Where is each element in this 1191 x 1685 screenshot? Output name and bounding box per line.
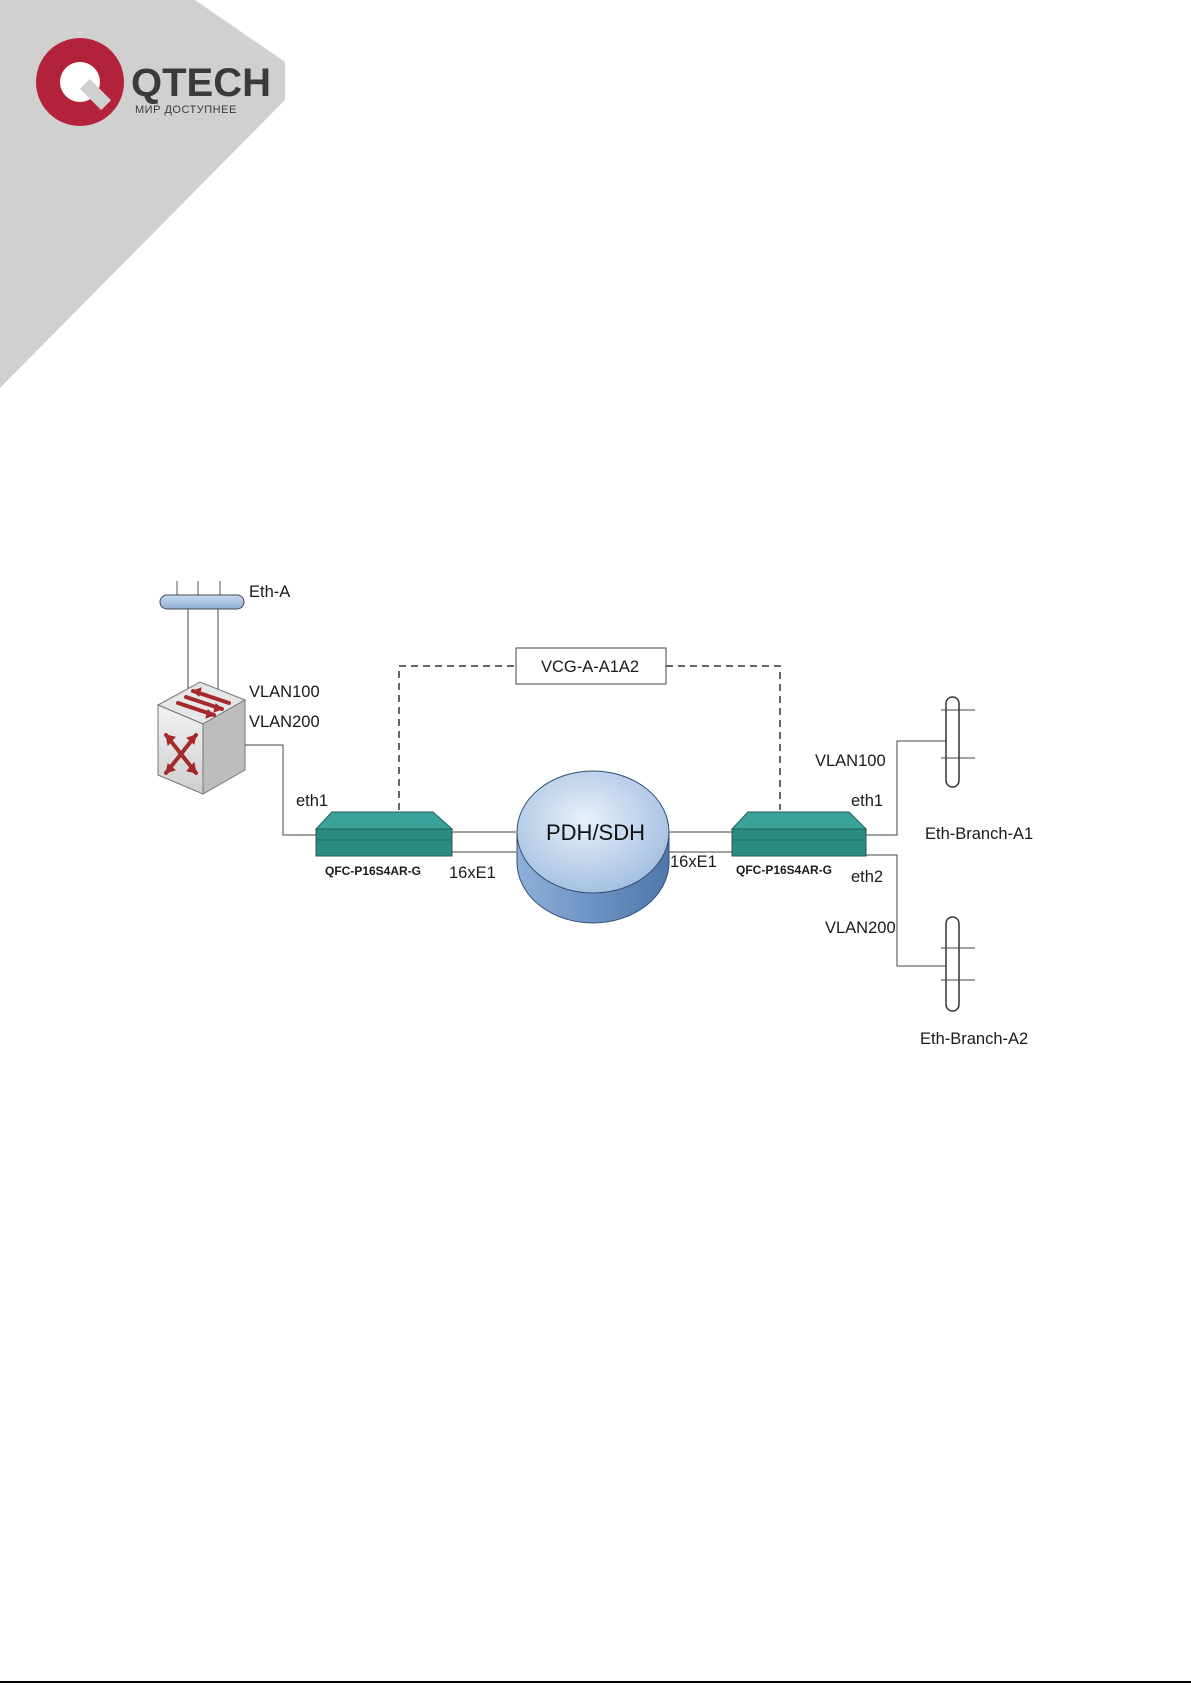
cloud-label: PDH/SDH [546, 820, 645, 845]
vcg-label: VCG-A-A1A2 [541, 658, 639, 676]
vlan100-left-label: VLAN100 [249, 683, 320, 701]
pdh-sdh-cloud-icon [517, 771, 669, 923]
left-device-icon [316, 812, 452, 856]
eth-a-bus [160, 581, 244, 609]
right-device-icon [732, 812, 866, 856]
eth1-left-label: eth1 [296, 792, 328, 810]
branch-a2-label: Eth-Branch-A2 [920, 1030, 1028, 1048]
left-device-label: QFC-P16S4AR-G [325, 864, 421, 878]
eth1-right-label: eth1 [851, 792, 883, 810]
eth2-right-label: eth2 [851, 868, 883, 886]
footer-rule [0, 1681, 1191, 1683]
eth-a-label: Eth-A [249, 583, 290, 601]
switch-icon [158, 682, 245, 794]
vlan200-right-label: VLAN200 [825, 919, 896, 937]
vlan200-left-label: VLAN200 [249, 713, 320, 731]
vlan100-right-label: VLAN100 [815, 752, 886, 770]
link-left-label: 16xE1 [449, 864, 496, 882]
branch-a2-bus [941, 917, 975, 1011]
right-device-label: QFC-P16S4AR-G [736, 863, 832, 877]
link-right-label: 16xE1 [670, 853, 717, 871]
branch-a1-label: Eth-Branch-A1 [925, 825, 1033, 843]
branch-a1-bus [941, 697, 975, 787]
